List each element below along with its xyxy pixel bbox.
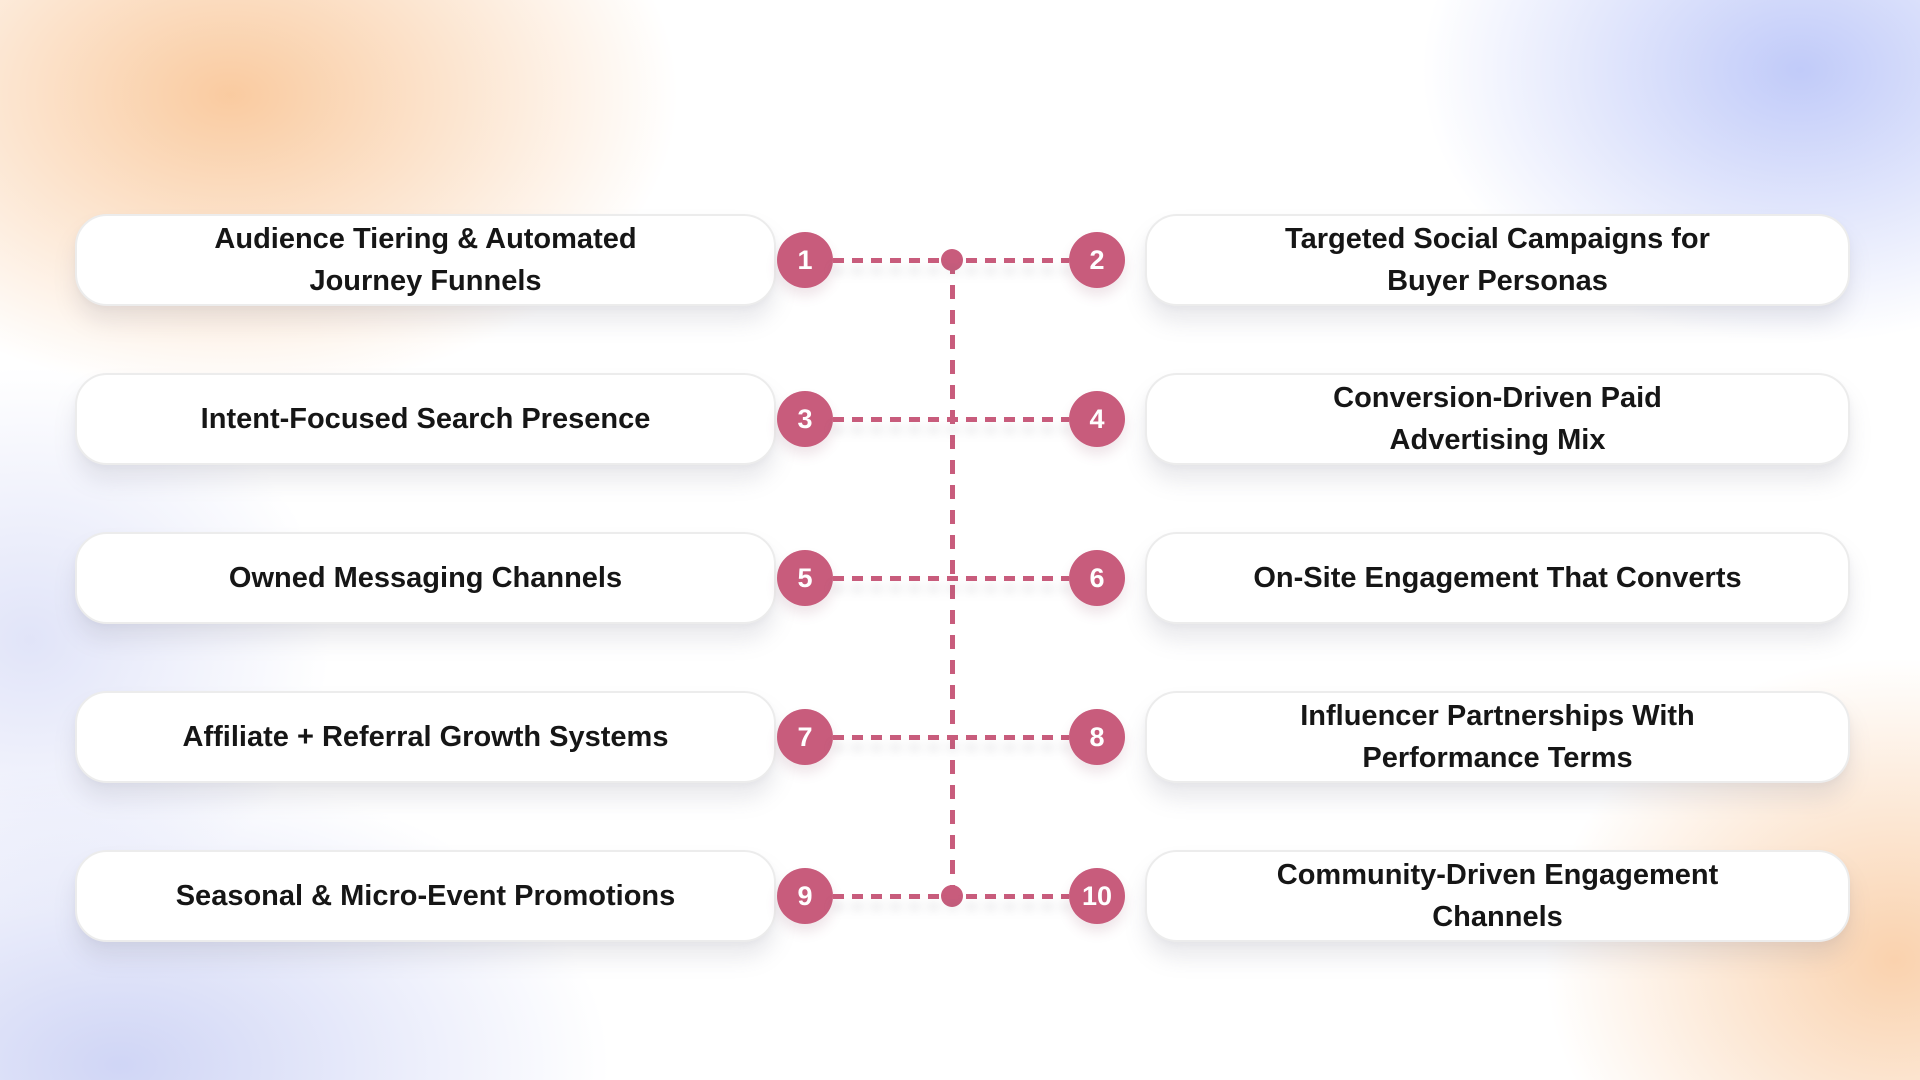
- row-4: Affiliate + Referral Growth Systems 7 8 …: [0, 691, 1920, 783]
- card-label: Conversion-Driven Paid Advertising Mix: [1333, 382, 1662, 456]
- row-5: Seasonal & Micro-Event Promotions 9 10 C…: [0, 850, 1920, 942]
- strategy-card-right: Community-Driven Engagement Channels: [1145, 850, 1850, 942]
- card-label: Seasonal & Micro-Event Promotions: [175, 880, 676, 912]
- card-label: Intent-Focused Search Presence: [200, 403, 651, 435]
- strategy-card-left: Audience Tiering & Automated Journey Fun…: [75, 214, 776, 306]
- strategy-card-left: Intent-Focused Search Presence: [75, 373, 776, 465]
- step-badge: 10: [1069, 868, 1125, 924]
- step-badge: 2: [1069, 232, 1125, 288]
- horizontal-dashed-connector: [833, 258, 1069, 263]
- row-2: Intent-Focused Search Presence 3 4 Conve…: [0, 373, 1920, 465]
- strategy-card-left: Owned Messaging Channels: [75, 532, 776, 624]
- horizontal-dashed-connector: [833, 894, 1069, 899]
- card-label: Affiliate + Referral Growth Systems: [182, 721, 669, 753]
- step-badge: 4: [1069, 391, 1125, 447]
- step-badge: 8: [1069, 709, 1125, 765]
- horizontal-dashed-connector: [833, 417, 1069, 422]
- card-label: Community-Driven Engagement Channels: [1276, 859, 1719, 933]
- card-label: On-Site Engagement That Converts: [1253, 562, 1742, 594]
- strategy-card-right: Influencer Partnerships With Performance…: [1145, 691, 1850, 783]
- strategy-card-right: Targeted Social Campaigns for Buyer Pers…: [1145, 214, 1850, 306]
- step-badge: 9: [777, 868, 833, 924]
- horizontal-dashed-connector: [833, 576, 1069, 581]
- card-label: Targeted Social Campaigns for Buyer Pers…: [1285, 223, 1710, 297]
- row-1: Audience Tiering & Automated Journey Fun…: [0, 214, 1920, 306]
- row-3: Owned Messaging Channels 5 6 On-Site Eng…: [0, 532, 1920, 624]
- strategy-card-left: Affiliate + Referral Growth Systems: [75, 691, 776, 783]
- card-label: Audience Tiering & Automated Journey Fun…: [214, 223, 637, 297]
- step-badge: 3: [777, 391, 833, 447]
- step-badge: 6: [1069, 550, 1125, 606]
- card-label: Owned Messaging Channels: [228, 562, 623, 594]
- step-badge: 7: [777, 709, 833, 765]
- strategy-card-left: Seasonal & Micro-Event Promotions: [75, 850, 776, 942]
- step-badge: 1: [777, 232, 833, 288]
- step-badge: 5: [777, 550, 833, 606]
- strategy-card-right: On-Site Engagement That Converts: [1145, 532, 1850, 624]
- card-label: Influencer Partnerships With Performance…: [1300, 700, 1695, 774]
- strategy-card-right: Conversion-Driven Paid Advertising Mix: [1145, 373, 1850, 465]
- horizontal-dashed-connector: [833, 735, 1069, 740]
